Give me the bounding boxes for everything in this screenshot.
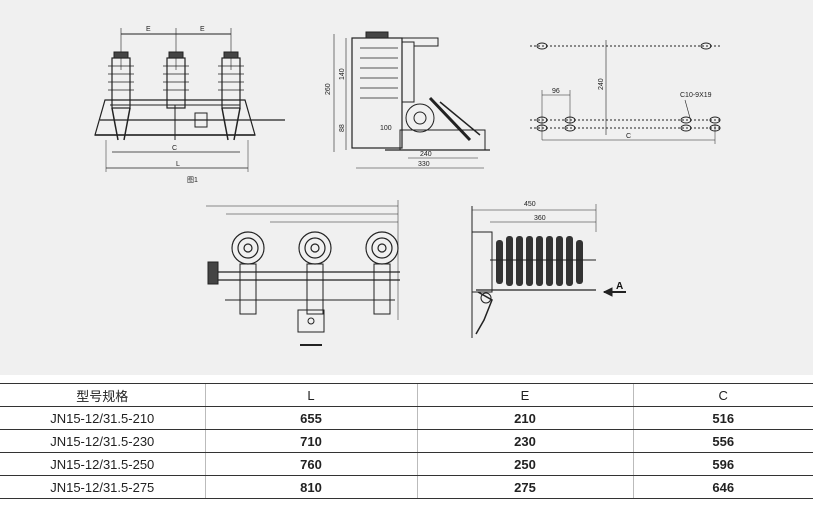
dim-260: 260 — [325, 83, 332, 95]
cell-l: 655 — [204, 406, 417, 430]
side-view-2-drawing — [471, 204, 626, 338]
dim-100: 100 — [380, 125, 392, 132]
header-e: E — [416, 383, 633, 407]
header-model: 型号规格 — [0, 383, 205, 407]
dim-240: 240 — [420, 151, 432, 158]
header-c: C — [632, 383, 813, 407]
dim-330: 330 — [418, 161, 430, 168]
cell-model: JN15-12/31.5-230 — [0, 429, 205, 453]
cell-e: 250 — [416, 452, 633, 476]
table-row: JN15-12/31.5-210 655 210 516 — [0, 406, 813, 430]
front-view-2-drawing — [206, 200, 400, 346]
dim-l: L — [176, 161, 180, 168]
header-l: L — [204, 383, 417, 407]
table-row: JN15-12/31.5-275 810 275 646 — [0, 475, 813, 499]
table-row: JN15-12/31.5-250 760 250 596 — [0, 452, 813, 476]
section-marker-a: A — [616, 281, 623, 292]
cell-l: 710 — [204, 429, 417, 453]
cell-c: 646 — [632, 475, 813, 499]
dim-360: 360 — [534, 215, 546, 222]
cell-l: 810 — [204, 475, 417, 499]
cell-l: 760 — [204, 452, 417, 476]
figure-caption: 图1 — [187, 176, 198, 184]
cell-model: JN15-12/31.5-250 — [0, 452, 205, 476]
table-row: JN15-12/31.5-230 710 230 556 — [0, 429, 813, 453]
dim-450: 450 — [524, 201, 536, 208]
dim-c-mount: C — [626, 133, 631, 140]
mounting-plan-drawing — [530, 40, 721, 144]
dim-140: 140 — [339, 68, 346, 80]
front-view-drawing — [94, 28, 285, 172]
cell-e: 230 — [416, 429, 633, 453]
cell-c: 516 — [632, 406, 813, 430]
spec-table: 型号规格 L E C JN15-12/31.5-210 655 210 516 … — [0, 383, 813, 499]
cell-c: 596 — [632, 452, 813, 476]
table-header-row: 型号规格 L E C — [0, 383, 813, 407]
dim-240-mount: 240 — [598, 78, 605, 90]
cell-e: 210 — [416, 406, 633, 430]
dim-88: 88 — [339, 124, 346, 132]
dim-slot: C10-9X19 — [680, 92, 712, 99]
technical-drawing-panel: E E C L 图1 260 140 88 100 240 330 — [0, 0, 813, 375]
dim-e-2: E — [200, 26, 205, 33]
dim-96: 96 — [552, 88, 560, 95]
cell-c: 556 — [632, 429, 813, 453]
side-view-drawing — [333, 31, 490, 169]
dim-c: C — [172, 145, 177, 152]
cell-e: 275 — [416, 475, 633, 499]
cell-model: JN15-12/31.5-275 — [0, 475, 205, 499]
dim-e-1: E — [146, 26, 151, 33]
technical-drawings: E E C L 图1 260 140 88 100 240 330 — [94, 26, 721, 346]
cell-model: JN15-12/31.5-210 — [0, 406, 205, 430]
